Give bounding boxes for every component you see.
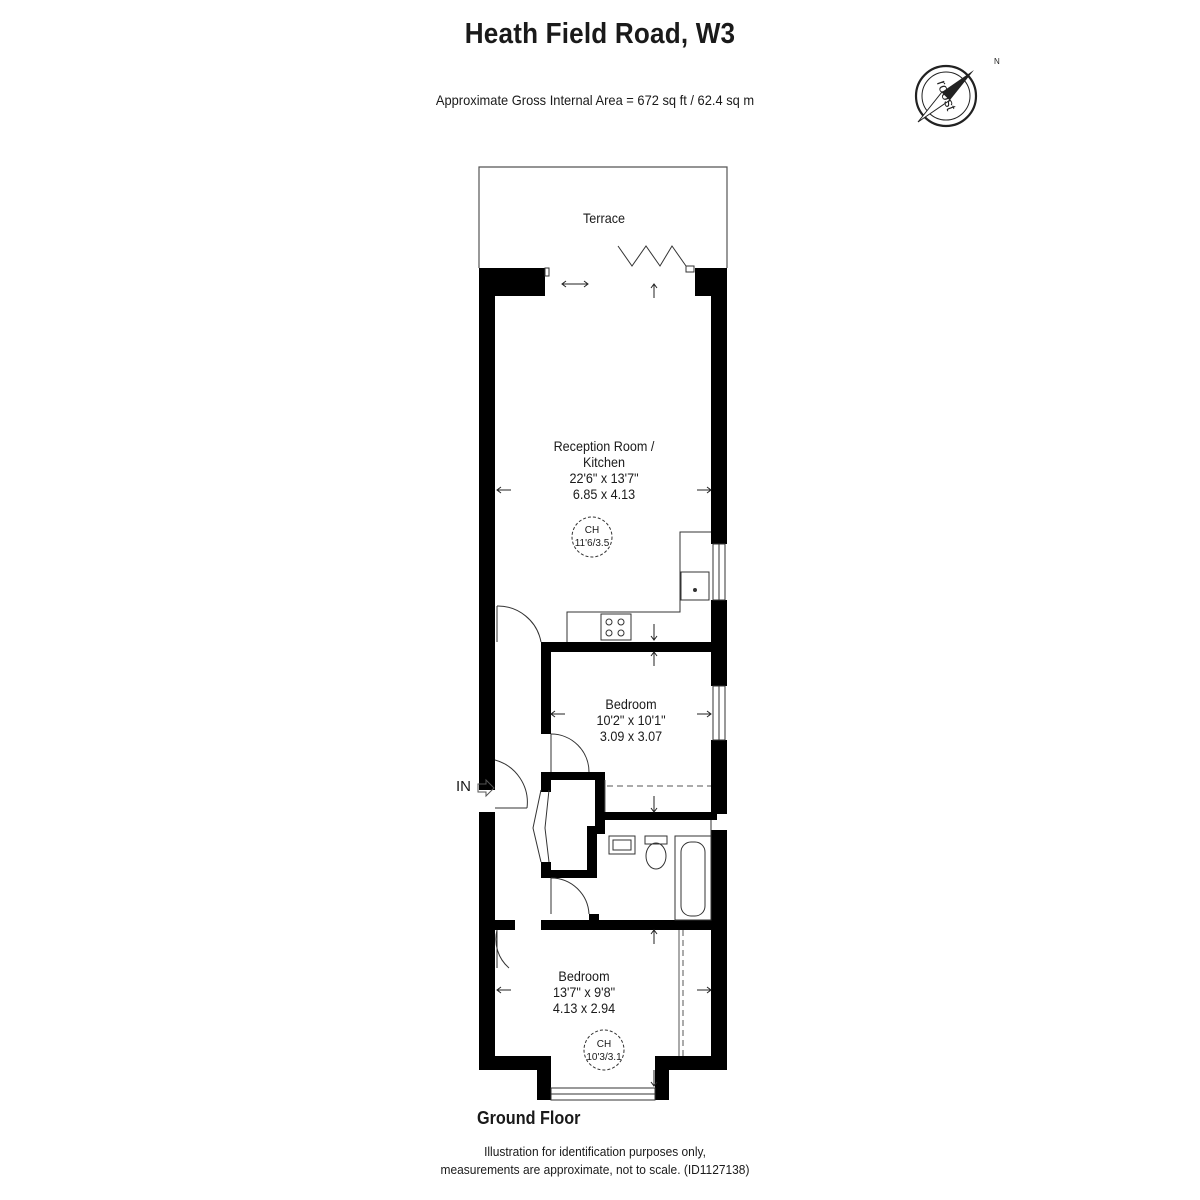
disclaimer-line: measurements are approximate, not to sca… bbox=[440, 1162, 750, 1177]
entrance-label: IN bbox=[456, 778, 471, 795]
room-dimensions-metric: 3.09 x 3.07 bbox=[599, 728, 663, 744]
measurement-arrows bbox=[496, 280, 712, 1087]
entrance-arrow-icon bbox=[477, 778, 495, 798]
room-name: Reception Room / bbox=[553, 438, 655, 454]
wardrobe-lines bbox=[604, 780, 711, 1056]
room-label-reception: Reception Room / Kitchen 22'6" x 13'7" 6… bbox=[554, 438, 655, 502]
room-dimensions-metric: 4.13 x 2.94 bbox=[552, 1000, 616, 1016]
ceiling-height-label: CH 11'6/3.5 bbox=[574, 525, 610, 549]
room-name: Bedroom bbox=[605, 696, 657, 712]
page-title: Heath Field Road, W3 bbox=[464, 18, 736, 50]
bathroom-fittings bbox=[608, 820, 712, 921]
area-summary: Approximate Gross Internal Area = 672 sq… bbox=[435, 92, 755, 108]
room-name: Bedroom bbox=[558, 968, 610, 984]
room-dimensions-imperial: 13'7" x 9'8" bbox=[552, 984, 616, 1000]
room-dimensions-imperial: 22'6" x 13'7" bbox=[569, 470, 639, 486]
walls bbox=[479, 268, 727, 1100]
ceiling-height-marker bbox=[571, 516, 613, 558]
room-label-bedroom-2: Bedroom 13'7" x 9'8" 4.13 x 2.94 bbox=[553, 968, 615, 1016]
room-dimensions-imperial: 10'2" x 10'1" bbox=[596, 712, 666, 728]
disclaimer-line: Illustration for identification purposes… bbox=[484, 1144, 706, 1159]
door-swings bbox=[494, 605, 590, 969]
terrace-label: Terrace bbox=[582, 210, 626, 226]
room-dimensions-metric: 6.85 x 4.13 bbox=[572, 486, 636, 502]
roost-logo-icon: N roost bbox=[914, 57, 1000, 128]
room-name: Kitchen bbox=[582, 454, 626, 470]
ceiling-height-marker bbox=[583, 1029, 625, 1071]
compass-n-label: N bbox=[994, 57, 1000, 66]
disclaimer: Illustration for identification purposes… bbox=[48, 1143, 1143, 1179]
terrace-outline bbox=[478, 166, 728, 268]
floor-label: Ground Floor bbox=[477, 1108, 581, 1128]
bay-window bbox=[550, 1087, 656, 1101]
room-label-bedroom-1: Bedroom 10'2" x 10'1" 3.09 x 3.07 bbox=[596, 696, 665, 744]
kitchen-units bbox=[566, 531, 726, 741]
ceiling-height-label: CH 10'3/3.1 bbox=[586, 1039, 622, 1063]
terrace-doors bbox=[544, 245, 695, 277]
